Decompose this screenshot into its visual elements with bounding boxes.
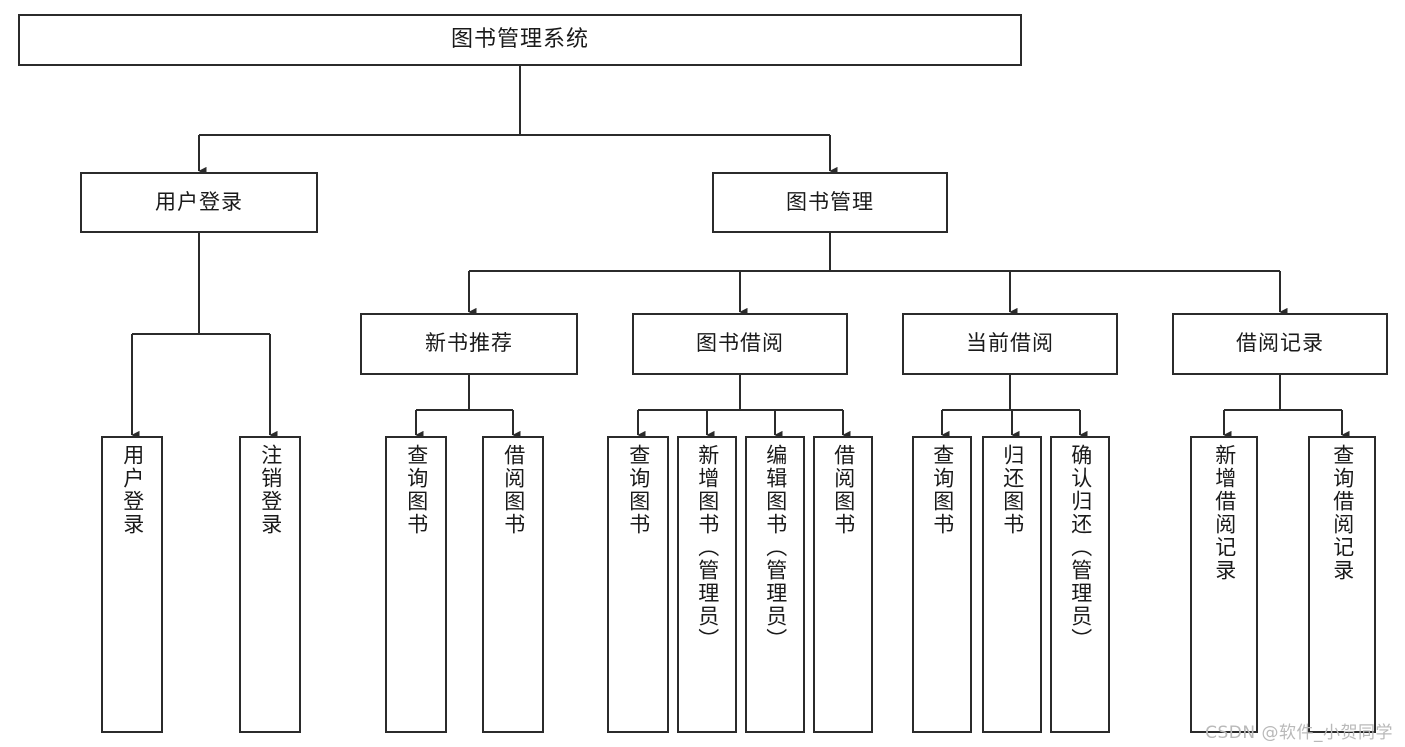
node-label: 图书管理系统 <box>450 26 589 52</box>
node-root[interactable]: 图书管理系统 <box>18 14 1022 66</box>
node-label: 确认归还（管理员） <box>1068 444 1093 651</box>
node-label: 编辑图书（管理员） <box>763 444 788 651</box>
connector-group <box>130 66 1350 440</box>
node-leaf-query-book-3[interactable]: 查询图书 <box>912 436 972 733</box>
node-leaf-user-login[interactable]: 用户登录 <box>101 436 163 733</box>
node-borrow-record[interactable]: 借阅记录 <box>1172 313 1388 375</box>
node-label: 当前借阅 <box>966 331 1054 356</box>
node-label: 归还图书 <box>1000 444 1025 536</box>
node-leaf-add-book-admin[interactable]: 新增图书（管理员） <box>677 436 737 733</box>
node-leaf-borrow-book-2[interactable]: 借阅图书 <box>813 436 873 733</box>
node-label: 借阅记录 <box>1236 331 1324 356</box>
node-book-borrow[interactable]: 图书借阅 <box>632 313 848 375</box>
node-label: 借阅图书 <box>501 444 526 536</box>
node-label: 用户登录 <box>155 189 243 214</box>
node-label: 图书管理 <box>786 189 874 214</box>
node-label: 新增借阅记录 <box>1212 444 1237 582</box>
node-leaf-query-book-1[interactable]: 查询图书 <box>385 436 447 733</box>
node-label: 新书推荐 <box>425 331 513 356</box>
node-label: 查询图书 <box>626 444 651 536</box>
node-leaf-add-borrow-record[interactable]: 新增借阅记录 <box>1190 436 1258 733</box>
node-label: 图书借阅 <box>696 331 784 356</box>
node-leaf-edit-book-admin[interactable]: 编辑图书（管理员） <box>745 436 805 733</box>
node-label: 查询借阅记录 <box>1330 444 1355 582</box>
node-new-book-recommend[interactable]: 新书推荐 <box>360 313 578 375</box>
node-label: 新增图书（管理员） <box>695 444 720 651</box>
node-current-borrow[interactable]: 当前借阅 <box>902 313 1118 375</box>
node-leaf-confirm-return[interactable]: 确认归还（管理员） <box>1050 436 1110 733</box>
node-label: 查询图书 <box>930 444 955 536</box>
node-leaf-logout-login[interactable]: 注销登录 <box>239 436 301 733</box>
node-leaf-borrow-book-1[interactable]: 借阅图书 <box>482 436 544 733</box>
node-label: 查询图书 <box>404 444 429 536</box>
node-leaf-query-book-2[interactable]: 查询图书 <box>607 436 669 733</box>
node-leaf-return-book[interactable]: 归还图书 <box>982 436 1042 733</box>
node-label: 注销登录 <box>258 444 283 536</box>
node-leaf-query-borrow-record[interactable]: 查询借阅记录 <box>1308 436 1376 733</box>
node-label: 用户登录 <box>120 444 145 536</box>
node-book-manage[interactable]: 图书管理 <box>712 172 948 233</box>
node-user-login[interactable]: 用户登录 <box>80 172 318 233</box>
node-label: 借阅图书 <box>831 444 856 536</box>
